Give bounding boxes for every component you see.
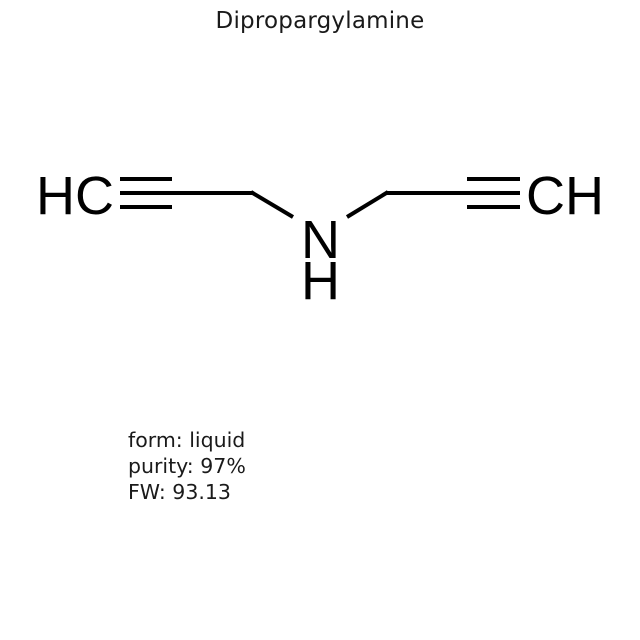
atom-label-nitrogen: N (301, 210, 340, 270)
bond-right-triple (467, 177, 520, 209)
bond-n-right-ch2 (345, 190, 390, 219)
bond-left-ch2-n (249, 190, 295, 219)
compound-properties: form: liquid purity: 97% FW: 93.13 (128, 427, 246, 505)
property-purity: purity: 97% (128, 454, 246, 478)
property-form: form: liquid (128, 428, 246, 452)
atom-label-right-ch: CH (526, 166, 604, 226)
atom-label-left-hc: HC (36, 166, 114, 226)
bond-left-triple (120, 177, 172, 209)
compound-title: Dipropargylamine (215, 8, 425, 34)
atom-label-nitrogen-hydrogen: H (301, 251, 340, 311)
property-formula-weight: FW: 93.13 (128, 480, 231, 504)
